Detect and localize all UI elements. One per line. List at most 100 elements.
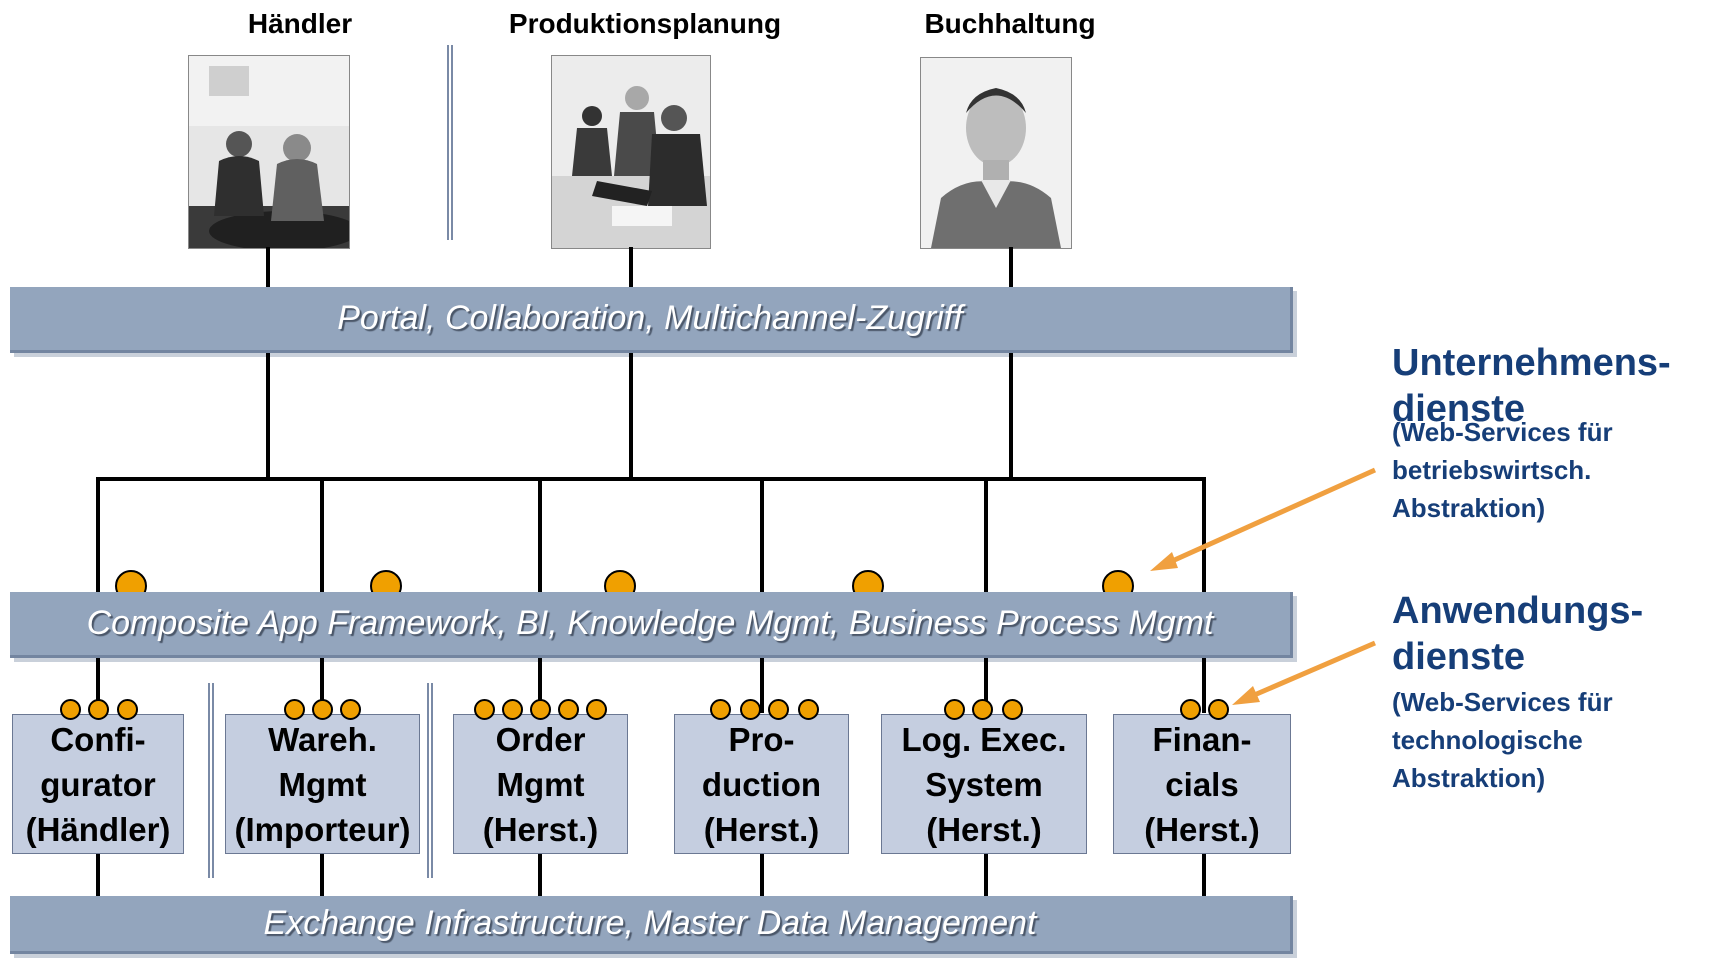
application-services-title: Anwendungs- dienste bbox=[1392, 588, 1643, 680]
app-line-3: (Herst.) bbox=[703, 810, 820, 848]
connector-line bbox=[760, 658, 764, 713]
connector-line bbox=[538, 658, 542, 713]
app-service-dot bbox=[530, 699, 551, 720]
app-service-dot bbox=[284, 699, 305, 720]
enterprise-title-line-2: dienste bbox=[1392, 388, 1526, 430]
exchange-bar: Exchange Infrastructure, Master Data Man… bbox=[10, 896, 1293, 954]
app-service-dot bbox=[768, 699, 789, 720]
portal-bar-label: Portal, Collaboration, Multichannel-Zugr… bbox=[337, 299, 963, 337]
connector-line bbox=[266, 247, 270, 287]
connector-line bbox=[984, 854, 988, 896]
app-line-1: Order bbox=[495, 720, 586, 758]
app-box-configurator: Confi- gurator (Händler) bbox=[12, 714, 184, 854]
app-title-line-1: Anwendungs- bbox=[1392, 590, 1644, 632]
role-separator bbox=[447, 45, 453, 240]
app-sub-line-2: technologische bbox=[1392, 725, 1583, 755]
app-service-dot bbox=[710, 699, 731, 720]
app-line-2: cials bbox=[1165, 765, 1239, 803]
connector-line bbox=[538, 854, 542, 896]
app-service-dot bbox=[798, 699, 819, 720]
app-service-dot bbox=[1180, 699, 1201, 720]
app-line-1: Pro- bbox=[728, 720, 795, 758]
app-service-dot bbox=[474, 699, 495, 720]
app-service-dot bbox=[944, 699, 965, 720]
app-box-order-mgmt: Order Mgmt (Herst.) bbox=[453, 714, 628, 854]
connector-line bbox=[320, 854, 324, 896]
app-service-dot bbox=[60, 699, 81, 720]
app-service-dot bbox=[502, 699, 523, 720]
app-separator bbox=[208, 683, 214, 878]
app-box-production: Pro- duction (Herst.) bbox=[674, 714, 849, 854]
connector-line bbox=[984, 477, 988, 592]
app-service-dot bbox=[972, 699, 993, 720]
app-line-2: System bbox=[925, 765, 1043, 803]
composite-bar: Composite App Framework, BI, Knowledge M… bbox=[10, 592, 1293, 658]
photo-two-women-icon bbox=[188, 55, 350, 249]
app-service-dot bbox=[340, 699, 361, 720]
app-service-dot bbox=[88, 699, 109, 720]
app-line-1: Log. Exec. bbox=[901, 720, 1067, 758]
enterprise-arrow bbox=[1168, 467, 1377, 565]
app-service-dot bbox=[558, 699, 579, 720]
app-arrow-head bbox=[1232, 686, 1260, 705]
app-title-line-2: dienste bbox=[1392, 636, 1526, 678]
app-service-dot bbox=[1002, 699, 1023, 720]
connector-line bbox=[760, 854, 764, 896]
application-services-subtitle: (Web-Services für technologische Abstrak… bbox=[1392, 683, 1613, 797]
app-service-dot bbox=[740, 699, 761, 720]
app-line-3: (Händler) bbox=[25, 810, 171, 848]
app-box-log-exec: Log. Exec. System (Herst.) bbox=[881, 714, 1087, 854]
photo-man-portrait-icon bbox=[920, 57, 1072, 249]
connector-line bbox=[320, 658, 324, 713]
portal-bar: Portal, Collaboration, Multichannel-Zugr… bbox=[10, 287, 1293, 353]
connector-line bbox=[629, 353, 633, 479]
enterprise-services-title: Unternehmens- dienste bbox=[1392, 340, 1671, 432]
app-line-2: Mgmt bbox=[278, 765, 367, 803]
app-line-3: (Herst.) bbox=[926, 810, 1042, 848]
app-service-dot bbox=[1208, 699, 1229, 720]
enterprise-title-line-1: Unternehmens- bbox=[1392, 342, 1671, 384]
role-title-buchhaltung: Buchhaltung bbox=[924, 8, 1096, 39]
exchange-bar-label: Exchange Infrastructure, Master Data Man… bbox=[263, 904, 1037, 942]
connector-line bbox=[96, 658, 100, 713]
app-line-3: (Importeur) bbox=[234, 810, 411, 848]
enterprise-arrow-head bbox=[1150, 552, 1178, 571]
enterprise-sub-line-1: (Web-Services für bbox=[1392, 417, 1613, 447]
photo-team-at-laptop-icon bbox=[551, 55, 711, 249]
role-title-haendler: Händler bbox=[247, 8, 353, 39]
app-sub-line-3: Abstraktion) bbox=[1392, 763, 1546, 793]
app-line-2: duction bbox=[701, 765, 822, 803]
role-title-produktionsplanung: Produktionsplanung bbox=[508, 8, 782, 39]
app-sub-line-1: (Web-Services für bbox=[1392, 687, 1613, 717]
app-service-dot bbox=[312, 699, 333, 720]
app-line-1: Finan- bbox=[1152, 720, 1252, 758]
connector-line bbox=[760, 477, 764, 592]
connector-line bbox=[96, 477, 100, 592]
connector-line bbox=[538, 477, 542, 592]
connector-line bbox=[320, 477, 324, 592]
enterprise-sub-line-3: Abstraktion) bbox=[1392, 493, 1546, 523]
connector-line bbox=[96, 854, 100, 896]
app-line-2: Mgmt bbox=[496, 765, 585, 803]
app-separator bbox=[427, 683, 433, 878]
app-line-1: Confi- bbox=[50, 720, 146, 758]
connector-line bbox=[1202, 658, 1206, 713]
enterprise-services-subtitle: (Web-Services für betriebswirtsch. Abstr… bbox=[1392, 413, 1613, 527]
app-line-2: gurator bbox=[40, 765, 156, 803]
connector-line bbox=[266, 353, 270, 479]
connector-line bbox=[1202, 854, 1206, 896]
app-service-dot bbox=[117, 699, 138, 720]
connector-line bbox=[1009, 247, 1013, 287]
app-service-dot bbox=[586, 699, 607, 720]
service-bus-line bbox=[96, 477, 1206, 481]
connector-line bbox=[629, 247, 633, 287]
app-line-3: (Herst.) bbox=[482, 810, 599, 848]
enterprise-sub-line-2: betriebswirtsch. bbox=[1392, 455, 1592, 485]
app-line-1: Wareh. bbox=[268, 720, 377, 758]
connector-line bbox=[1009, 353, 1013, 479]
app-line-3: (Herst.) bbox=[1144, 810, 1260, 848]
app-box-financials: Finan- cials (Herst.) bbox=[1113, 714, 1291, 854]
connector-line bbox=[984, 658, 988, 713]
connector-line bbox=[1202, 477, 1206, 592]
composite-bar-label: Composite App Framework, BI, Knowledge M… bbox=[86, 604, 1214, 642]
